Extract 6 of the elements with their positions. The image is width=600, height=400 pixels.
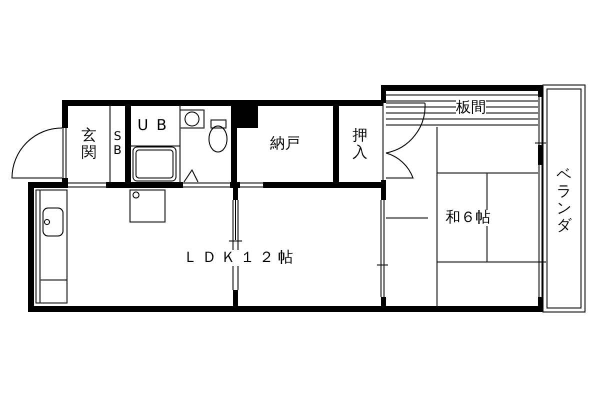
room-label: 和６帖 xyxy=(446,210,490,226)
room-label: ベランダ xyxy=(556,166,572,234)
room-label: 板間 xyxy=(456,100,486,116)
room-label: 玄関 xyxy=(80,126,98,162)
room-label: 押入 xyxy=(352,126,368,162)
room-label: 納戸 xyxy=(270,136,300,152)
